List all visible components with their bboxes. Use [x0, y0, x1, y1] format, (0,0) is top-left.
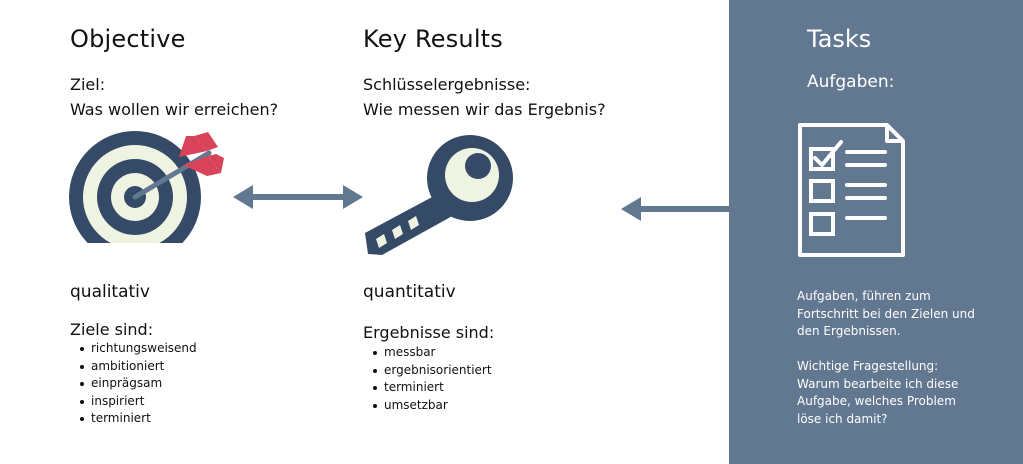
list-item: umsetzbar — [363, 397, 492, 415]
objective-list-title: Ziele sind: — [70, 320, 154, 339]
list-item: ambitioniert — [70, 358, 197, 376]
list-item: terminiert — [70, 410, 197, 428]
list-item: inspiriert — [70, 393, 197, 411]
key-results-list: messbar ergebnisorientiert terminiert um… — [363, 344, 492, 414]
list-item: ergebnisorientiert — [363, 362, 492, 380]
key-results-title: Key Results — [363, 25, 504, 53]
target-with-arrow-icon — [69, 131, 224, 243]
objective-subtitle-line1: Ziel: — [70, 75, 106, 94]
objective-list: richtungsweisend ambitioniert einprägsam… — [70, 340, 197, 428]
key-results-subtitle: Schlüsselergebnisse: Wie messen wir das … — [363, 72, 606, 122]
objective-title: Objective — [70, 25, 186, 53]
key-icon — [365, 135, 513, 255]
key-results-subtitle-line1: Schlüsselergebnisse: — [363, 75, 531, 94]
tasks-desc-line: den Ergebnissen. — [797, 324, 901, 338]
tasks-desc-line: Fortschritt bei den Zielen und — [797, 306, 975, 321]
tasks-desc-line: Aufgaben, führen zum — [797, 289, 931, 303]
tasks-question-line: Warum bearbeite ich diese — [797, 376, 959, 391]
list-item: terminiert — [363, 379, 492, 397]
objective-kind: qualitativ — [70, 282, 150, 302]
objective-subtitle: Ziel: Was wollen wir erreichen? — [70, 72, 278, 122]
tasks-question-line: Aufgabe, welches Problem — [797, 394, 956, 408]
objective-subtitle-line2: Was wollen wir erreichen? — [70, 100, 279, 119]
list-item: einprägsam — [70, 375, 197, 393]
left-arrow-icon — [621, 197, 731, 221]
key-results-subtitle-line2: Wie messen wir das Ergebnis? — [363, 100, 606, 119]
tasks-title: Tasks — [807, 25, 872, 53]
tasks-panel: Tasks Aufgaben: Aufgaben, führen zum For… — [729, 0, 1023, 464]
list-item: richtungsweisend — [70, 340, 197, 358]
tasks-description: Aufgaben, führen zum Fortschritt bei den… — [797, 288, 1007, 428]
checklist-icon — [798, 123, 905, 257]
tasks-question-line: Wichtige Fragestellung: — [797, 359, 939, 373]
double-headed-arrow-icon — [233, 185, 363, 209]
list-item: messbar — [363, 344, 492, 362]
tasks-question-line: löse ich damit? — [797, 411, 888, 426]
tasks-subtitle: Aufgaben: — [807, 72, 895, 92]
key-results-kind: quantitativ — [363, 282, 456, 302]
key-results-list-title: Ergebnisse sind: — [363, 323, 495, 342]
